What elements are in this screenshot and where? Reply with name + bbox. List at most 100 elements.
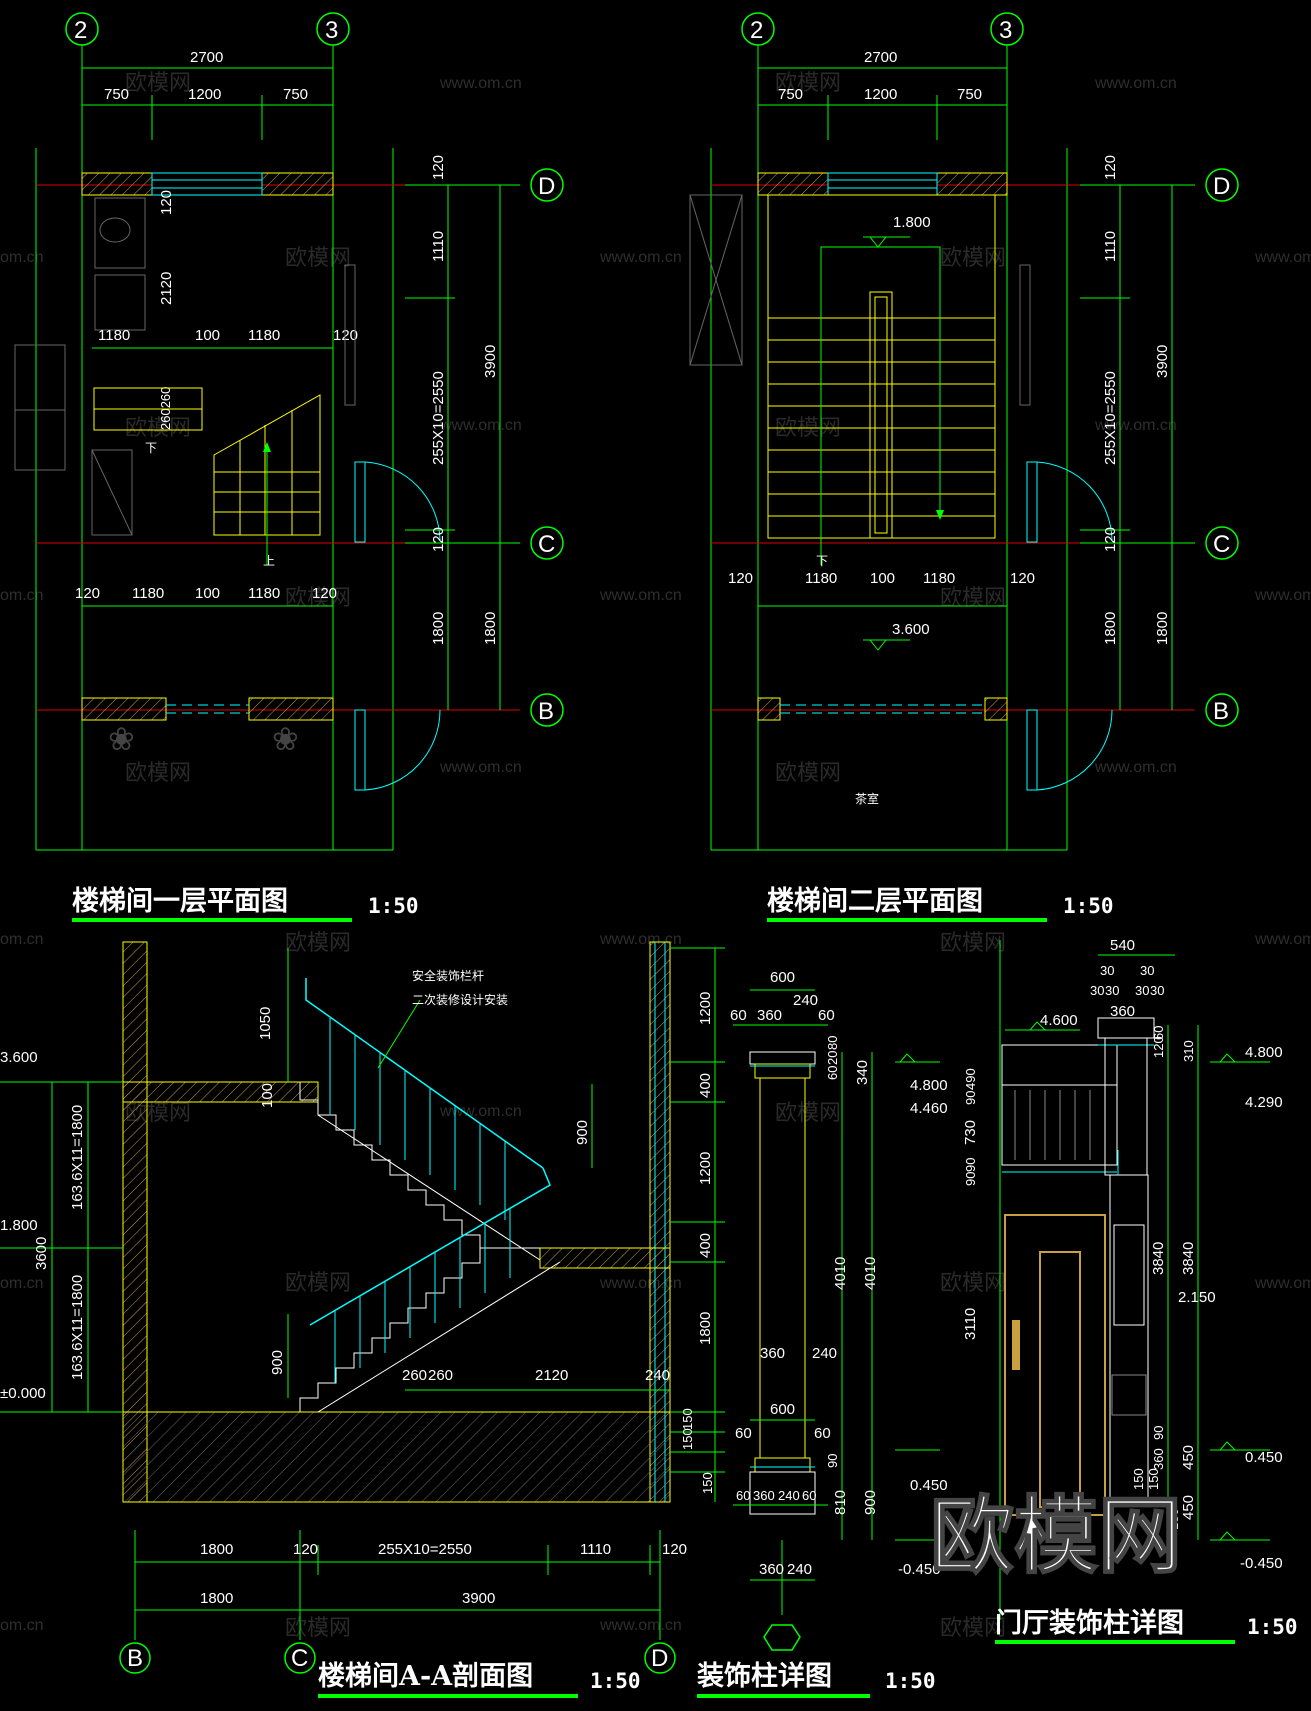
svg-text:欧模网: 欧模网 (940, 931, 1006, 956)
svg-text:om.cn: om.cn (0, 931, 44, 948)
svg-text:1180: 1180 (98, 327, 130, 344)
svg-text:150: 150 (1146, 1468, 1161, 1490)
svg-text:4.600: 4.600 (1040, 1012, 1078, 1029)
svg-text:750: 750 (778, 86, 803, 103)
svg-text:B: B (1213, 698, 1229, 725)
door-column-drawing: 4.600 540 30 30 30 30 30 30 360 4.800 4.… (895, 937, 1283, 1620)
svg-text:360: 360 (753, 1488, 775, 1503)
axis-2: 2 (74, 17, 87, 44)
svg-text:340: 340 (854, 1060, 871, 1085)
svg-text:www.om.cn: www.om.cn (439, 417, 522, 434)
svg-text:4.800: 4.800 (1245, 1044, 1283, 1061)
svg-text:120: 120 (430, 155, 447, 180)
svg-text:100: 100 (195, 327, 220, 344)
svg-text:❀: ❀ (108, 720, 135, 758)
svg-text:30: 30 (1135, 983, 1149, 998)
axis-d: D (538, 173, 555, 200)
svg-text:20: 20 (825, 1051, 840, 1065)
svg-text:150: 150 (680, 1428, 695, 1450)
svg-text:540: 540 (1110, 937, 1135, 954)
svg-text:3840: 3840 (1150, 1242, 1167, 1275)
axis-3: 3 (325, 17, 338, 44)
svg-text:www.om.cn: www.om.cn (1254, 587, 1311, 604)
svg-text:4010: 4010 (862, 1257, 879, 1290)
section-title: 楼梯间A-A剖面图 (318, 1660, 533, 1692)
svg-text:400: 400 (697, 1233, 714, 1258)
svg-text:750: 750 (104, 86, 129, 103)
svg-text:1800: 1800 (1154, 612, 1171, 645)
svg-text:3.600: 3.600 (0, 1049, 38, 1066)
svg-text:欧模网: 欧模网 (285, 931, 351, 956)
svg-text:1800: 1800 (697, 1312, 714, 1345)
door-column-level-mid: 2.150 (1178, 1289, 1216, 1306)
svg-text:240: 240 (793, 992, 818, 1009)
section-drawing: 安全装饰栏杆 二次装修设计安装 3.600 1.800 ±0.000 163.6… (0, 941, 725, 1674)
plan1-scale: 1:50 (368, 894, 419, 918)
svg-text:欧模网: 欧模网 (940, 1271, 1006, 1296)
svg-text:www.om.cn: www.om.cn (599, 249, 682, 266)
plan1-dim-total: 2700 (190, 49, 223, 66)
svg-text:120: 120 (728, 570, 753, 587)
plan1-drawing: 2 3 2700 750 1200 750 (14, 12, 564, 851)
svg-text:❀: ❀ (272, 720, 299, 758)
svg-text:www.om.cn: www.om.cn (1254, 931, 1311, 948)
door-column-scale: 1:50 (1247, 1615, 1298, 1639)
plan2-scale: 1:50 (1063, 894, 1114, 918)
svg-text:www.om.cn: www.om.cn (1094, 75, 1177, 92)
svg-text:360: 360 (1151, 1448, 1166, 1470)
svg-text:163.6X11=1800: 163.6X11=1800 (69, 1105, 86, 1210)
svg-text:60: 60 (736, 1488, 750, 1503)
svg-text:100: 100 (195, 585, 220, 602)
svg-text:3900: 3900 (1154, 345, 1171, 378)
svg-text:1200: 1200 (188, 86, 221, 103)
svg-text:上: 上 (263, 554, 275, 568)
svg-text:3900: 3900 (482, 345, 499, 378)
svg-text:1050: 1050 (257, 1007, 274, 1040)
svg-text:150: 150 (700, 1472, 715, 1494)
svg-text:1200: 1200 (697, 1152, 714, 1185)
svg-text:www.om.cn: www.om.cn (1094, 417, 1177, 434)
svg-text:120: 120 (158, 190, 175, 215)
svg-text:360: 360 (1110, 1003, 1135, 1020)
svg-text:下: 下 (816, 554, 828, 568)
svg-text:www.om.cn: www.om.cn (599, 1617, 682, 1634)
svg-text:4010: 4010 (832, 1257, 849, 1290)
svg-text:1180: 1180 (805, 570, 837, 587)
svg-text:D: D (651, 1645, 668, 1672)
svg-text:163.6X11=1800: 163.6X11=1800 (69, 1275, 86, 1380)
svg-text:欧模网: 欧模网 (775, 1101, 841, 1126)
svg-text:www.om.cn: www.om.cn (599, 587, 682, 604)
svg-text:30: 30 (1140, 963, 1154, 978)
svg-text:C: C (291, 1645, 308, 1672)
svg-text:1200: 1200 (697, 992, 714, 1025)
svg-text:欧模网: 欧模网 (940, 586, 1006, 611)
svg-text:255X10=2550: 255X10=2550 (430, 371, 447, 465)
svg-text:1180: 1180 (923, 570, 955, 587)
svg-text:欧模网: 欧模网 (285, 1616, 351, 1641)
svg-text:750: 750 (957, 86, 982, 103)
svg-text:3110: 3110 (962, 1308, 979, 1340)
svg-text:D: D (1213, 173, 1230, 200)
svg-text:www.om.cn: www.om.cn (1254, 249, 1311, 266)
svg-text:1800: 1800 (482, 612, 499, 645)
svg-text:1180: 1180 (248, 585, 280, 602)
svg-text:1180: 1180 (132, 585, 164, 602)
svg-text:1800: 1800 (200, 1541, 233, 1558)
svg-text:欧模网: 欧模网 (125, 71, 191, 96)
svg-text:120: 120 (333, 327, 358, 344)
svg-text:260260: 260260 (158, 387, 173, 430)
column-scale: 1:50 (885, 1669, 936, 1693)
column-title: 装饰柱详图 (697, 1660, 832, 1692)
svg-text:900: 900 (862, 1490, 879, 1515)
svg-text:B: B (127, 1645, 143, 1672)
svg-text:120: 120 (1151, 1036, 1166, 1058)
svg-text:30: 30 (1150, 983, 1164, 998)
svg-text:400: 400 (697, 1073, 714, 1098)
svg-text:欧模网: 欧模网 (940, 246, 1006, 271)
svg-text:欧模网: 欧模网 (125, 761, 191, 786)
svg-text:4.800: 4.800 (910, 1077, 948, 1094)
svg-text:欧模网: 欧模网 (285, 1271, 351, 1296)
svg-text:360: 360 (757, 1007, 782, 1024)
svg-text:www.om.cn: www.om.cn (439, 1103, 522, 1120)
svg-text:90: 90 (963, 1158, 978, 1172)
